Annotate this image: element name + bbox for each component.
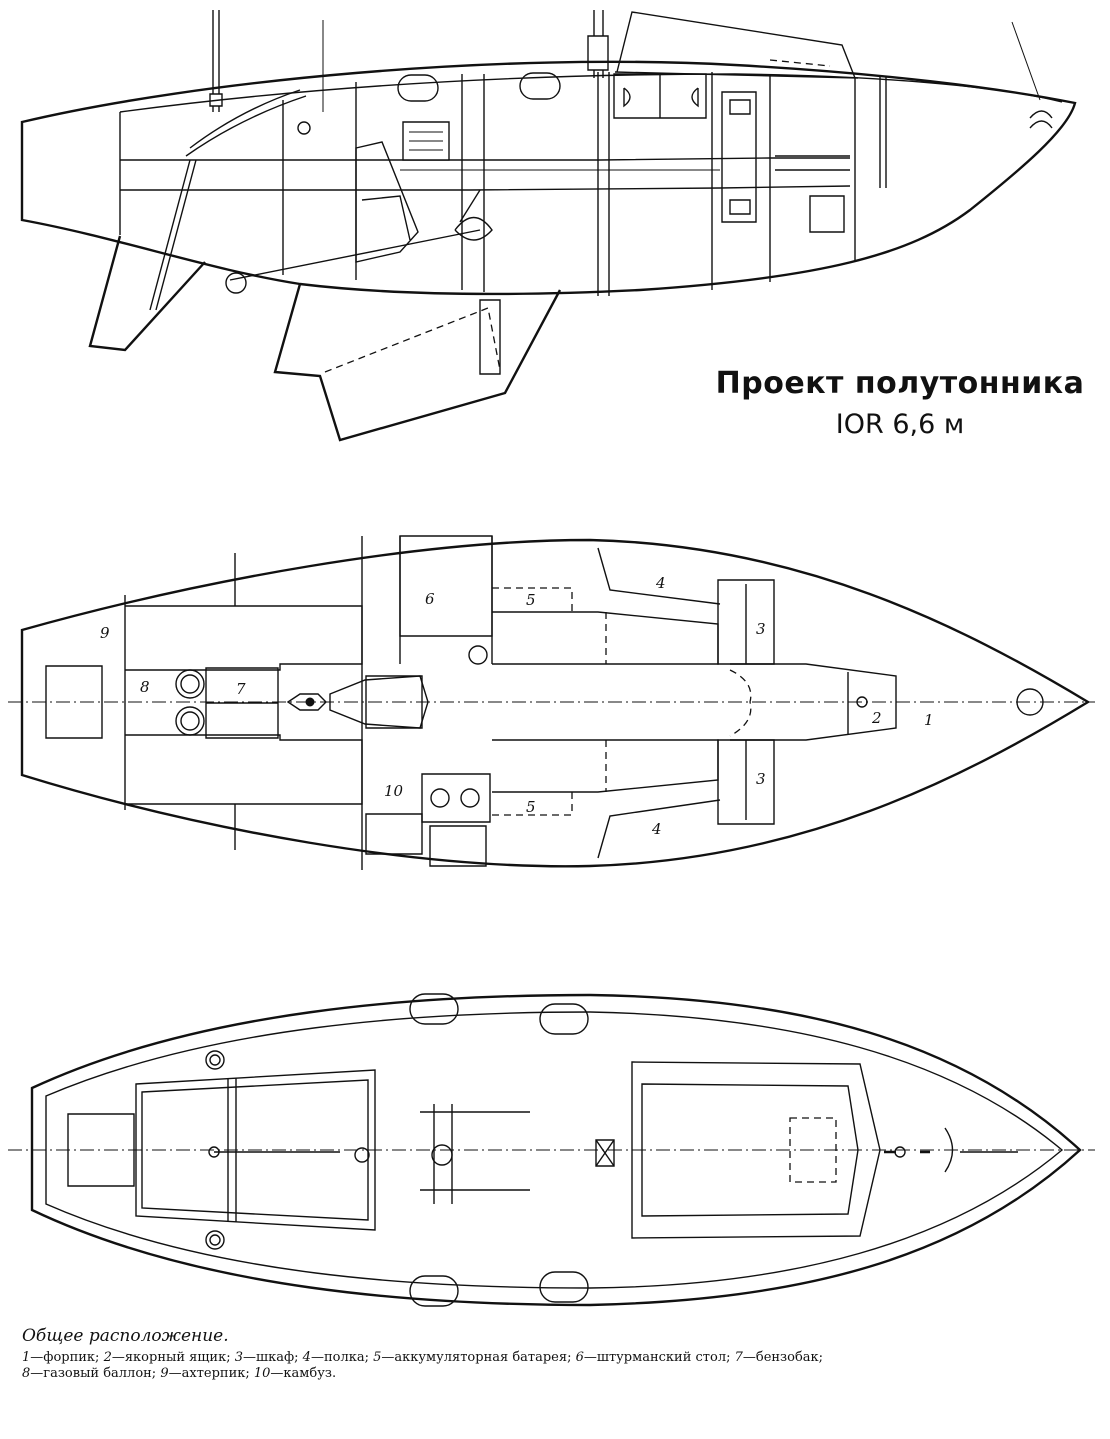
plan-label-forepeak: 1 <box>924 711 934 729</box>
legend-item-text: —камбуз. <box>270 1366 337 1381</box>
legend-item-text: —форпик; <box>30 1350 104 1365</box>
plan-label-battery-port: 5 <box>526 591 536 609</box>
legend-item-text: —якорный ящик; <box>111 1350 235 1365</box>
caption-heading: Общее расположение. <box>22 1326 229 1346</box>
side-profile-view <box>22 10 1075 440</box>
plan-label-shelf-starboard: 4 <box>651 820 662 838</box>
legend-item-number: 3 <box>234 1350 244 1365</box>
plan-label-shelf-port: 4 <box>655 574 666 592</box>
plan-label-chart-table: 6 <box>425 590 435 608</box>
legend-item: 2—якорный ящик; <box>104 1350 235 1365</box>
plan-label-battery-starboard: 5 <box>526 798 536 816</box>
legend-item: 6—штурманский стол; <box>576 1350 735 1365</box>
legend-item: 1—форпик; <box>22 1350 104 1365</box>
legend-item: 10—камбуз. <box>254 1366 336 1381</box>
plan-label-fuel-tank: 7 <box>236 680 246 698</box>
legend-item-number: 7 <box>734 1350 743 1365</box>
plan-label-lazarette: 9 <box>100 624 110 642</box>
plan-label-gas-bottle: 8 <box>140 678 150 696</box>
legend-item-number: 2 <box>103 1350 112 1365</box>
legend-item: 8—газовый баллон; <box>22 1366 160 1381</box>
drawing-subtitle: IOR 6,6 м <box>835 409 965 440</box>
legend-item: 9—ахтерпик; <box>160 1366 254 1381</box>
drawing-title-block: Проект полутонника IOR 6,6 м <box>700 366 1100 440</box>
legend-item-text: —шкаф; <box>243 1350 303 1365</box>
legend-item-number: 9 <box>160 1366 169 1381</box>
legend-item-text: —бензобак; <box>742 1350 824 1365</box>
legend-list: 1—форпик; 2—якорный ящик; 3—шкаф; 4—полк… <box>22 1350 1092 1382</box>
legend-item-number: 5 <box>373 1350 382 1365</box>
legend-item-text: —аккумуляторная батарея; <box>381 1350 576 1365</box>
legend-item-text: —газовый баллон; <box>30 1366 161 1381</box>
plan-label-wardrobe-starboard: 3 <box>756 770 766 788</box>
legend-item-number: 4 <box>302 1350 311 1365</box>
plan-label-wardrobe-port: 3 <box>756 620 766 638</box>
plan-label-galley: 10 <box>384 782 404 800</box>
accommodation-plan-view <box>8 536 1095 870</box>
deck-plan-view <box>8 994 1095 1306</box>
legend-item-number: 8 <box>22 1366 31 1381</box>
legend-item-number: 1 <box>22 1350 31 1365</box>
legend-item: 5—аккумуляторная батарея; <box>373 1350 576 1365</box>
legend-item-text: —полка; <box>310 1350 374 1365</box>
legend-item-text: —штурманский стол; <box>583 1350 735 1365</box>
legend-item: 3—шкаф; <box>235 1350 303 1365</box>
drawing-title: Проект полутонника <box>715 366 1085 401</box>
figure-caption: Общее расположение. 1—форпик; 2—якорный … <box>22 1326 1092 1382</box>
plan-label-anchor-locker: 2 <box>871 709 882 727</box>
legend-item: 4—полка; <box>303 1350 373 1365</box>
legend-item-number: 10 <box>253 1366 271 1381</box>
legend-item: 7—бензобак; <box>735 1350 823 1365</box>
legend-item-text: —ахтерпик; <box>168 1366 254 1381</box>
legend-item-number: 6 <box>575 1350 584 1365</box>
